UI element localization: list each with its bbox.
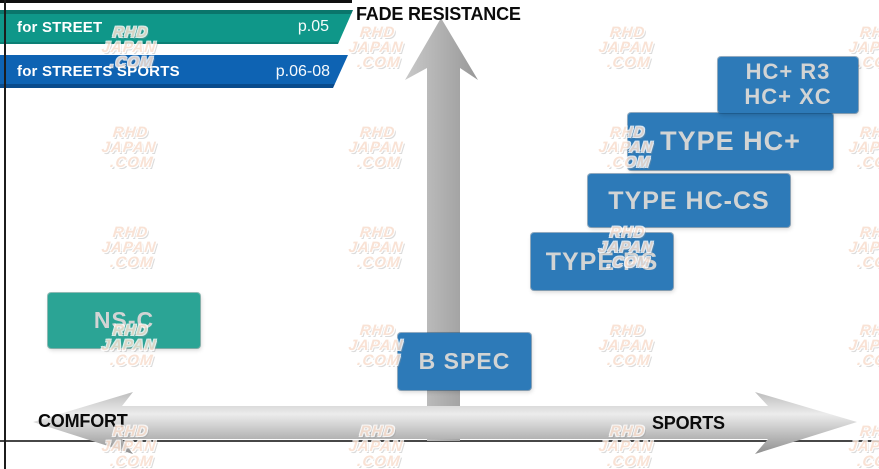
watermark-line: JAPAN bbox=[100, 239, 158, 256]
watermark-line: JAPAN bbox=[347, 39, 405, 56]
product-label: HC+ R3 bbox=[745, 59, 831, 85]
watermark-line: JAPAN bbox=[347, 139, 405, 156]
comfort-axis-label: COMFORT bbox=[38, 411, 128, 431]
watermark-line: .COM bbox=[356, 254, 402, 271]
watermark-line: RHD bbox=[858, 423, 879, 440]
banner-for-street-label: for STREET bbox=[17, 18, 103, 36]
watermark-line: .COM bbox=[109, 254, 155, 271]
product-box-b-spec: B SPEC bbox=[398, 333, 531, 390]
chart-baseline bbox=[0, 440, 879, 442]
left-border-line bbox=[4, 0, 6, 469]
product-label: NS-C bbox=[93, 306, 155, 333]
watermark-line: RHD bbox=[858, 24, 879, 41]
watermark-line: JAPAN bbox=[847, 239, 879, 256]
watermark-line: .COM bbox=[606, 352, 652, 369]
fade-resistance-axis-label: FADE RESISTANCE bbox=[356, 4, 521, 24]
watermark-line: .COM bbox=[856, 154, 879, 171]
product-label: HC+ XC bbox=[744, 84, 832, 109]
watermark-line: JAPAN bbox=[347, 337, 405, 354]
product-label: TYPE PS bbox=[545, 247, 659, 276]
watermark-line: JAPAN bbox=[347, 239, 405, 256]
product-label: TYPE HC-CS bbox=[608, 186, 770, 215]
watermark-line: .COM bbox=[856, 352, 879, 369]
watermark-line: .COM bbox=[109, 154, 155, 171]
watermark-line: RHD bbox=[608, 24, 647, 41]
banner-for-streets-sports: for STREETS SPORTS p.06-08 bbox=[0, 55, 348, 88]
product-box-ns-c: NS-C bbox=[48, 293, 200, 348]
watermark-line: .COM bbox=[356, 54, 402, 71]
watermark-line: RHD bbox=[111, 224, 150, 241]
watermark-line: JAPAN bbox=[847, 39, 879, 56]
product-label: TYPE HC+ bbox=[660, 126, 801, 157]
watermark-line: RHD bbox=[608, 322, 647, 339]
product-label: B SPEC bbox=[418, 347, 511, 374]
watermark-line: RHD bbox=[858, 322, 879, 339]
watermark-line: .COM bbox=[109, 352, 155, 369]
watermark-line: JAPAN bbox=[847, 337, 879, 354]
watermark-line: JAPAN bbox=[847, 139, 879, 156]
banner-for-streets-sports-page: p.06-08 bbox=[275, 62, 330, 80]
watermark-line: .COM bbox=[356, 154, 402, 171]
watermark-line: .COM bbox=[356, 352, 402, 369]
watermark-line: .COM bbox=[606, 453, 652, 469]
banner-for-streets-sports-label: for STREETS SPORTS bbox=[17, 63, 180, 80]
watermark-line: .COM bbox=[109, 453, 155, 469]
product-box-type-hc: TYPE HC+ bbox=[628, 113, 833, 170]
watermark-line: RHD bbox=[358, 224, 397, 241]
watermark-line: JAPAN bbox=[597, 39, 655, 56]
watermark-line: .COM bbox=[356, 453, 402, 469]
top-border-line bbox=[0, 0, 352, 3]
watermark-line: RHD bbox=[858, 124, 879, 141]
watermark-line: .COM bbox=[856, 453, 879, 469]
product-box-type-ps: TYPE PS bbox=[531, 233, 673, 290]
watermark-line: RHD bbox=[858, 224, 879, 241]
product-box-type-hc-cs: TYPE HC-CS bbox=[588, 174, 790, 227]
sports-axis-label: SPORTS bbox=[652, 413, 725, 433]
watermark-line: RHD bbox=[358, 24, 397, 41]
watermark-line: RHD bbox=[111, 124, 150, 141]
watermark-line: .COM bbox=[856, 254, 879, 271]
watermark-line: JAPAN bbox=[100, 139, 158, 156]
banner-for-street-page: p.05 bbox=[297, 18, 329, 35]
banner-for-street: for STREET p.05 bbox=[0, 10, 353, 44]
watermark-line: JAPAN bbox=[597, 337, 655, 354]
watermark-line: .COM bbox=[606, 54, 652, 71]
watermark-line: RHD bbox=[358, 124, 397, 141]
